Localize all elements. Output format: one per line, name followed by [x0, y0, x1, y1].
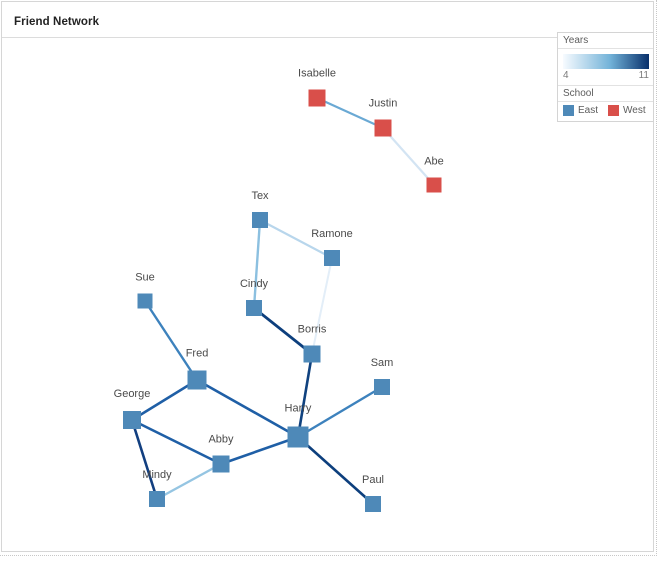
- edge-george-abby[interactable]: [130, 418, 223, 466]
- node-label-george: George: [114, 388, 151, 400]
- title-bar: Friend Network: [2, 2, 653, 38]
- edge-cindy-borris[interactable]: [252, 306, 314, 356]
- years-gradient-scale: 4 11: [563, 70, 649, 81]
- edge-mindy-abby[interactable]: [155, 462, 223, 501]
- edge-tex-ramone[interactable]: [258, 218, 334, 260]
- node-justin[interactable]: [374, 119, 392, 137]
- legend-school-title: School: [558, 86, 653, 102]
- node-abe[interactable]: [426, 177, 442, 193]
- years-max-label: 11: [638, 70, 649, 81]
- node-label-paul: Paul: [362, 474, 384, 486]
- node-cindy[interactable]: [246, 300, 262, 316]
- edge-sue-fred[interactable]: [143, 299, 199, 382]
- school-label-west: West: [623, 105, 646, 116]
- edge-ramone-borris[interactable]: [311, 257, 333, 355]
- node-label-mindy: Mindy: [142, 469, 172, 481]
- node-label-isabelle: Isabelle: [298, 68, 336, 80]
- node-sam[interactable]: [374, 379, 390, 395]
- node-tex[interactable]: [252, 212, 268, 228]
- node-label-tex: Tex: [251, 190, 269, 202]
- edge-isabelle-justin[interactable]: [315, 96, 385, 130]
- node-label-fred: Fred: [186, 348, 209, 360]
- node-label-harry: Harry: [285, 403, 312, 415]
- edge-abby-harry[interactable]: [219, 435, 300, 466]
- school-label-east: East: [578, 105, 599, 116]
- years-gradient-bar: [563, 54, 649, 69]
- edge-harry-paul[interactable]: [296, 435, 375, 506]
- years-min-label: 4: [563, 70, 569, 81]
- node-label-justin: Justin: [369, 98, 398, 110]
- legend-school-items: East West: [558, 102, 653, 121]
- node-abby[interactable]: [212, 455, 230, 473]
- node-ramone[interactable]: [324, 250, 340, 266]
- legend-years-title: Years: [558, 33, 653, 49]
- edge-harry-sam[interactable]: [296, 385, 384, 439]
- node-paul[interactable]: [365, 496, 381, 512]
- node-mindy[interactable]: [149, 491, 165, 507]
- node-label-sue: Sue: [135, 272, 155, 284]
- edge-tex-cindy[interactable]: [252, 218, 262, 310]
- node-george[interactable]: [123, 411, 141, 429]
- node-isabelle[interactable]: [308, 89, 326, 107]
- legend-divider: [558, 85, 653, 86]
- node-label-borris: Borris: [298, 324, 327, 336]
- legend-years-body: 4 11: [558, 49, 653, 85]
- node-label-cindy: Cindy: [240, 278, 269, 290]
- node-harry[interactable]: [287, 426, 309, 448]
- node-label-sam: Sam: [371, 357, 394, 369]
- nodes-layer: [123, 89, 442, 512]
- edge-borris-harry[interactable]: [296, 352, 314, 439]
- edge-justin-abe[interactable]: [381, 126, 436, 187]
- school-swatch-east[interactable]: [563, 105, 574, 116]
- legend-panel: Years 4 11 School East West: [557, 32, 654, 122]
- node-borris[interactable]: [303, 345, 321, 363]
- edge-fred-george[interactable]: [130, 378, 199, 422]
- edges-layer: [130, 96, 436, 506]
- edge-george-mindy[interactable]: [130, 418, 159, 501]
- node-label-abby: Abby: [208, 434, 234, 446]
- page-title: Friend Network: [14, 16, 100, 28]
- school-swatch-west[interactable]: [608, 105, 620, 116]
- node-label-abe: Abe: [424, 156, 444, 168]
- node-sue[interactable]: [137, 293, 153, 309]
- node-label-ramone: Ramone: [311, 228, 353, 240]
- edge-fred-harry[interactable]: [195, 378, 300, 439]
- node-fred[interactable]: [187, 370, 207, 390]
